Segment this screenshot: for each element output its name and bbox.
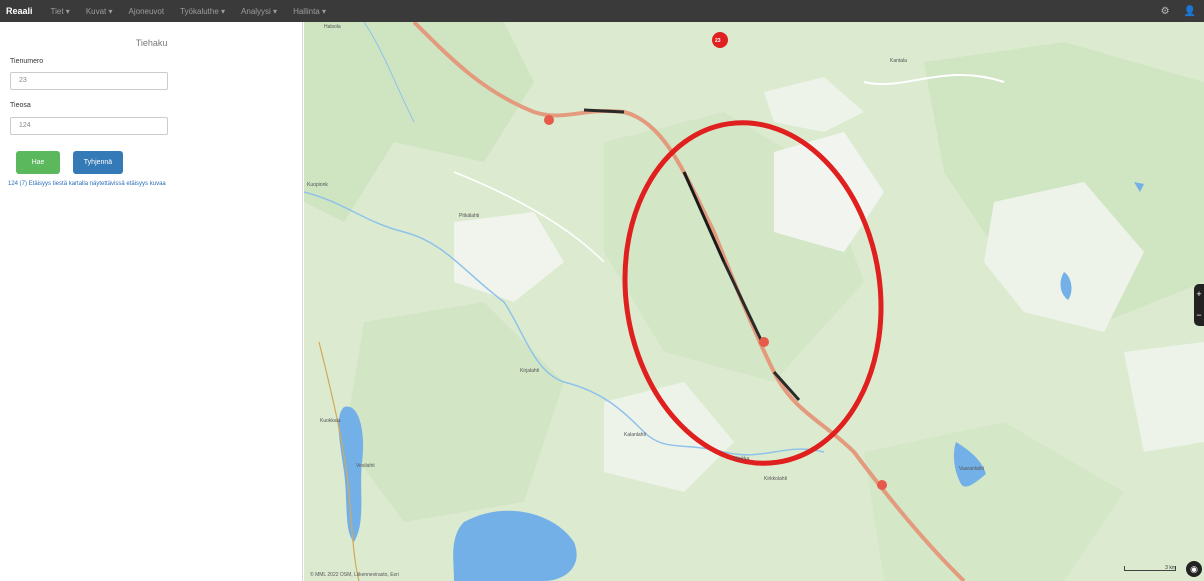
place-label: Hiekka [734,456,750,462]
place-label: Kirjalahti [520,368,539,374]
highway-segment [583,108,625,114]
road-number-label: Tienumero [10,58,44,65]
nav-item-tools[interactable]: Työkaluthe ▾ [180,6,226,16]
road-part-input[interactable]: 124 [10,117,168,135]
nav-item-roads[interactable]: Tiet ▾ [50,6,70,16]
place-label: Halsola [324,24,341,30]
map-canvas: Halsola Kantala Kuopionk Pitkälahti Kirj… [304,22,1204,581]
highway-segment [722,261,764,343]
minor-road [318,341,360,581]
lake [953,442,986,487]
panel-title: Tiehaku [135,38,168,48]
place-label: Kuopionk [307,182,328,188]
river [363,22,415,123]
lake [1060,272,1072,300]
highway-segment [682,171,726,263]
scale-bar [1124,566,1176,571]
open-area [1124,342,1204,452]
zoom-control: + − [1194,284,1204,326]
road-number-input[interactable]: 23 [10,72,168,90]
lake [338,406,364,542]
highway [412,22,966,581]
road-marker [759,337,769,347]
river [304,191,825,456]
result-link[interactable]: 124 (7) Etäisyys tiestä kartalla näytett… [8,181,166,187]
place-label: Kuokkala [320,418,341,424]
forest-area [304,22,534,222]
app-brand[interactable]: Reaali [6,6,33,16]
open-area [984,182,1144,332]
lake [1134,182,1144,192]
open-area [764,77,864,132]
map-view[interactable]: Halsola Kantala Kuopionk Pitkälahti Kirj… [304,22,1204,581]
open-area [454,212,564,302]
place-label: Vaaranlahti [959,466,984,472]
scale-label: 3 km [1165,565,1176,571]
locate-icon[interactable]: ◉ [1186,561,1202,577]
road-marker [877,480,887,490]
nav-item-analysis[interactable]: Analyysi ▾ [241,6,278,16]
road-marker [712,32,728,48]
search-panel: Tiehaku Tienumero 23 Tieosa 124 Hae Tyhj… [0,22,303,581]
top-navbar: Reaali Tiet ▾ Kuvat ▾ Ajoneuvot Työkalut… [0,0,1204,22]
nav-item-admin[interactable]: Hallinta ▾ [293,6,326,16]
road-number-label: 23 [715,38,721,44]
place-label: Kantala [890,58,907,64]
open-area [774,132,884,252]
place-label: Kalanlahti [624,432,646,438]
highway-segment [772,371,801,401]
search-button[interactable]: Hae [16,151,60,174]
minor-road [453,171,605,263]
highlight-ellipse [622,120,884,466]
nav-item-images[interactable]: Kuvat ▾ [85,6,113,16]
nav-item-vehicles[interactable]: Ajoneuvot [128,6,165,16]
forest-area [344,302,564,522]
zoom-out-button[interactable]: − [1196,310,1202,320]
place-label: Vesilahti [356,463,375,469]
road-part-label: Tieosa [10,102,31,109]
forest-area [864,422,1124,581]
minor-road [863,74,1005,86]
gear-icon[interactable]: ⚙ [1160,5,1170,17]
zoom-in-button[interactable]: + [1196,289,1202,299]
lake [453,510,577,581]
clear-button[interactable]: Tyhjennä [73,151,123,174]
open-area [604,382,734,492]
place-label: Pitkälahti [459,213,479,219]
place-label: Kirkkolahti [764,476,787,482]
map-attribution: © MML 2022 OSM, Liikennevirasto, Esri [310,572,399,578]
user-icon[interactable]: 👤 [1183,5,1196,17]
road-marker [544,115,554,125]
